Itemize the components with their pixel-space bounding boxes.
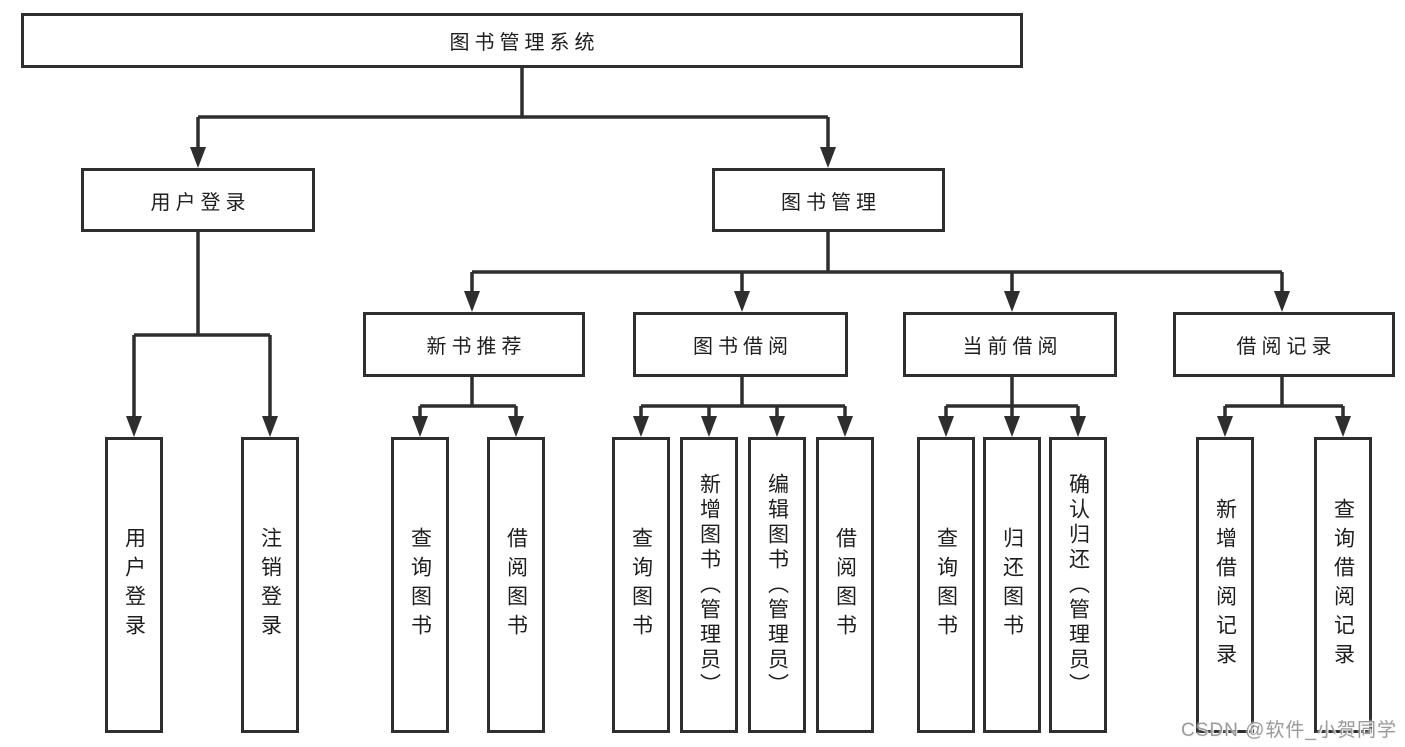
arrow-to-book-management xyxy=(820,147,836,168)
leaf-query-borrow-record: 查询借阅记录 xyxy=(1314,437,1372,733)
arrow-to-leaf-add-record xyxy=(1217,416,1233,437)
arrow-to-leaf-return-books xyxy=(1004,416,1020,437)
connector-book-management-split xyxy=(470,232,1284,293)
leaf-borrow-books-1: 借阅图书 xyxy=(487,437,545,733)
leaf-add-book-admin: 新增图书（管理员） xyxy=(680,437,738,733)
arrow-to-leaf-confirm-return xyxy=(1070,416,1086,437)
connector-book-borrow-split xyxy=(639,377,847,418)
arrow-to-leaf-edit-book xyxy=(769,416,785,437)
leaf-user-login: 用户登录 xyxy=(105,437,163,733)
connector-root-split xyxy=(196,68,830,150)
arrow-to-borrowing-records xyxy=(1274,291,1290,312)
node-book-management: 图书管理 xyxy=(712,168,945,232)
leaf-edit-book-admin: 编辑图书（管理员） xyxy=(748,437,806,733)
watermark: CSDN @软件_小贺同学 xyxy=(1181,720,1397,741)
connector-records-split xyxy=(1223,377,1345,418)
arrow-to-leaf-borrow-books-1 xyxy=(508,416,524,437)
arrow-to-leaf-borrow-books-2 xyxy=(837,416,853,437)
leaf-query-books-2: 查询图书 xyxy=(612,437,670,733)
leaf-borrow-books-2: 借阅图书 xyxy=(816,437,874,733)
connector-current-borrow-split xyxy=(944,377,1080,418)
node-new-book-recommendation: 新书推荐 xyxy=(363,312,585,377)
arrow-to-current-borrowing xyxy=(1004,291,1020,312)
arrow-to-leaf-query-books-1 xyxy=(412,416,428,437)
arrow-to-leaf-logout xyxy=(262,416,278,437)
leaf-query-books-1: 查询图书 xyxy=(391,437,449,733)
node-library-management-system: 图书管理系统 xyxy=(21,13,1023,68)
leaf-add-borrow-record: 新增借阅记录 xyxy=(1196,437,1254,733)
arrow-to-leaf-add-book xyxy=(701,416,717,437)
node-user-login: 用户登录 xyxy=(81,168,315,232)
leaf-return-books: 归还图书 xyxy=(983,437,1041,733)
arrow-to-user-login xyxy=(190,147,206,168)
leaf-confirm-return-admin: 确认归还（管理员） xyxy=(1049,437,1107,733)
arrow-to-leaf-query-books-3 xyxy=(938,416,954,437)
arrow-to-leaf-user-login xyxy=(126,416,142,437)
node-current-borrowing: 当前借阅 xyxy=(903,312,1117,377)
arrow-to-new-book-recommendation xyxy=(464,291,480,312)
connector-user-login-split xyxy=(132,232,272,418)
arrow-to-leaf-query-record xyxy=(1335,416,1351,437)
arrow-to-book-borrowing xyxy=(734,291,750,312)
leaf-query-books-3: 查询图书 xyxy=(917,437,975,733)
arrow-to-leaf-query-books-2 xyxy=(633,416,649,437)
connector-new-book-split xyxy=(418,377,518,418)
node-borrowing-records: 借阅记录 xyxy=(1173,312,1395,377)
node-book-borrowing: 图书借阅 xyxy=(633,312,848,377)
leaf-logout: 注销登录 xyxy=(241,437,299,733)
